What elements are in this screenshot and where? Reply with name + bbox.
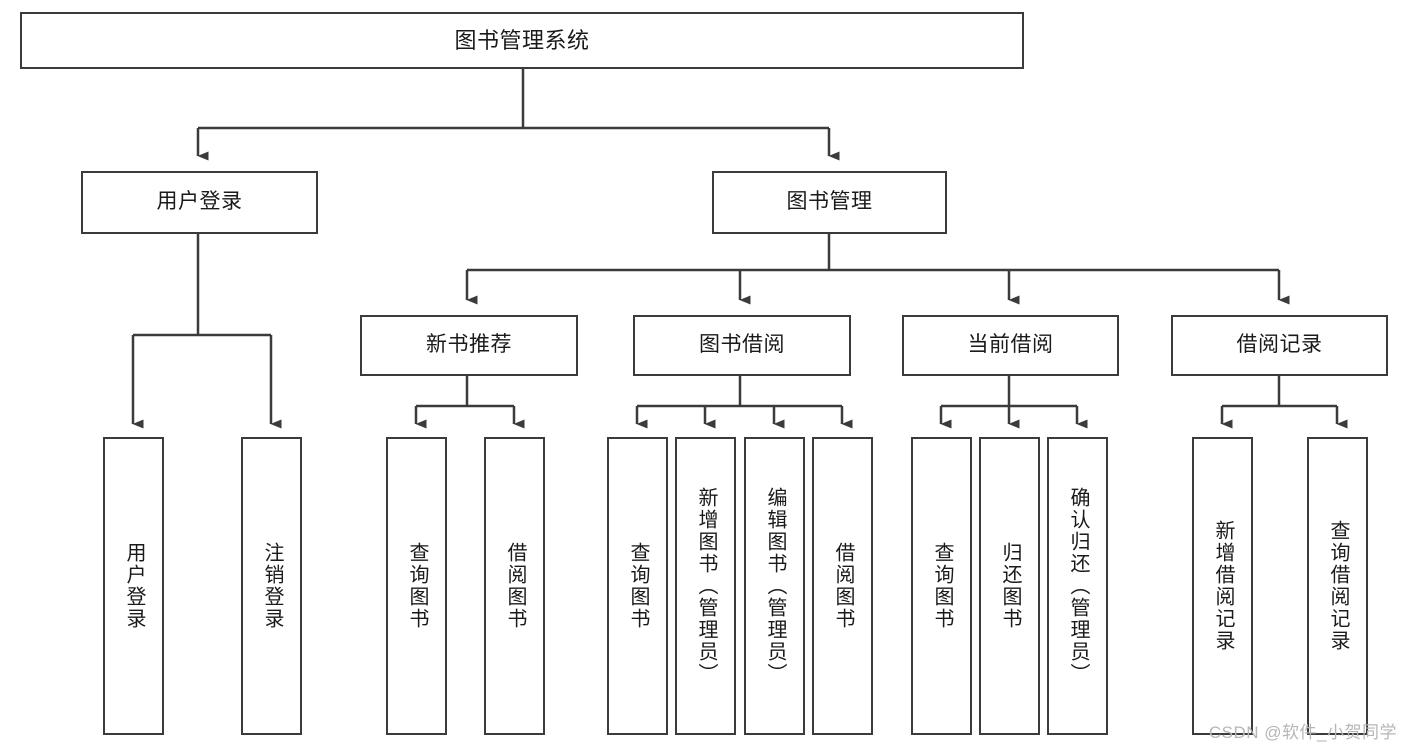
node-leaf-add-book-admin[interactable]: 新增图书（管理员） [675,437,736,735]
node-leaf-query-book-1[interactable]: 查询图书 [386,437,447,735]
node-leaf-confirm-return-admin-label: 确认归还（管理员） [1067,487,1089,685]
node-leaf-user-login[interactable]: 用户登录 [103,437,164,735]
node-new-book-recommend-label: 新书推荐 [426,333,512,357]
node-user-login-label: 用户登录 [156,190,243,214]
node-leaf-query-borrow-record[interactable]: 查询借阅记录 [1307,437,1368,735]
node-book-borrow[interactable]: 图书借阅 [633,315,851,376]
node-book-manage[interactable]: 图书管理 [712,171,947,234]
node-leaf-query-book-1-label: 查询图书 [406,542,428,630]
node-leaf-query-borrow-record-label: 查询借阅记录 [1327,520,1349,652]
node-new-book-recommend[interactable]: 新书推荐 [360,315,578,376]
node-current-borrow[interactable]: 当前借阅 [902,315,1119,376]
node-leaf-borrow-book-2-label: 借阅图书 [832,542,854,630]
node-leaf-add-borrow-record[interactable]: 新增借阅记录 [1192,437,1253,735]
node-leaf-add-book-admin-label: 新增图书（管理员） [695,487,717,685]
node-leaf-add-borrow-record-label: 新增借阅记录 [1212,520,1234,652]
node-leaf-query-book-3-label: 查询图书 [931,542,953,630]
node-leaf-edit-book-admin-label: 编辑图书（管理员） [764,487,786,685]
node-current-borrow-label: 当前借阅 [967,333,1054,357]
node-borrow-record-label: 借阅记录 [1236,333,1323,357]
node-leaf-return-book[interactable]: 归还图书 [979,437,1040,735]
node-leaf-query-book-2-label: 查询图书 [627,542,649,630]
node-leaf-borrow-book-1[interactable]: 借阅图书 [484,437,545,735]
node-leaf-confirm-return-admin[interactable]: 确认归还（管理员） [1047,437,1108,735]
node-leaf-borrow-book-1-label: 借阅图书 [504,542,526,630]
node-leaf-return-book-label: 归还图书 [999,542,1021,630]
node-borrow-record[interactable]: 借阅记录 [1171,315,1388,376]
node-leaf-edit-book-admin[interactable]: 编辑图书（管理员） [744,437,805,735]
node-leaf-logout-label: 注销登录 [261,542,283,630]
node-leaf-user-login-label: 用户登录 [123,542,145,630]
node-root[interactable]: 图书管理系统 [20,12,1024,69]
node-leaf-query-book-2[interactable]: 查询图书 [607,437,668,735]
node-book-borrow-label: 图书借阅 [699,333,785,357]
node-user-login[interactable]: 用户登录 [81,171,318,234]
node-book-manage-label: 图书管理 [786,190,873,214]
node-root-label: 图书管理系统 [454,27,590,53]
node-leaf-borrow-book-2[interactable]: 借阅图书 [812,437,873,735]
node-leaf-logout[interactable]: 注销登录 [241,437,302,735]
node-leaf-query-book-3[interactable]: 查询图书 [911,437,972,735]
